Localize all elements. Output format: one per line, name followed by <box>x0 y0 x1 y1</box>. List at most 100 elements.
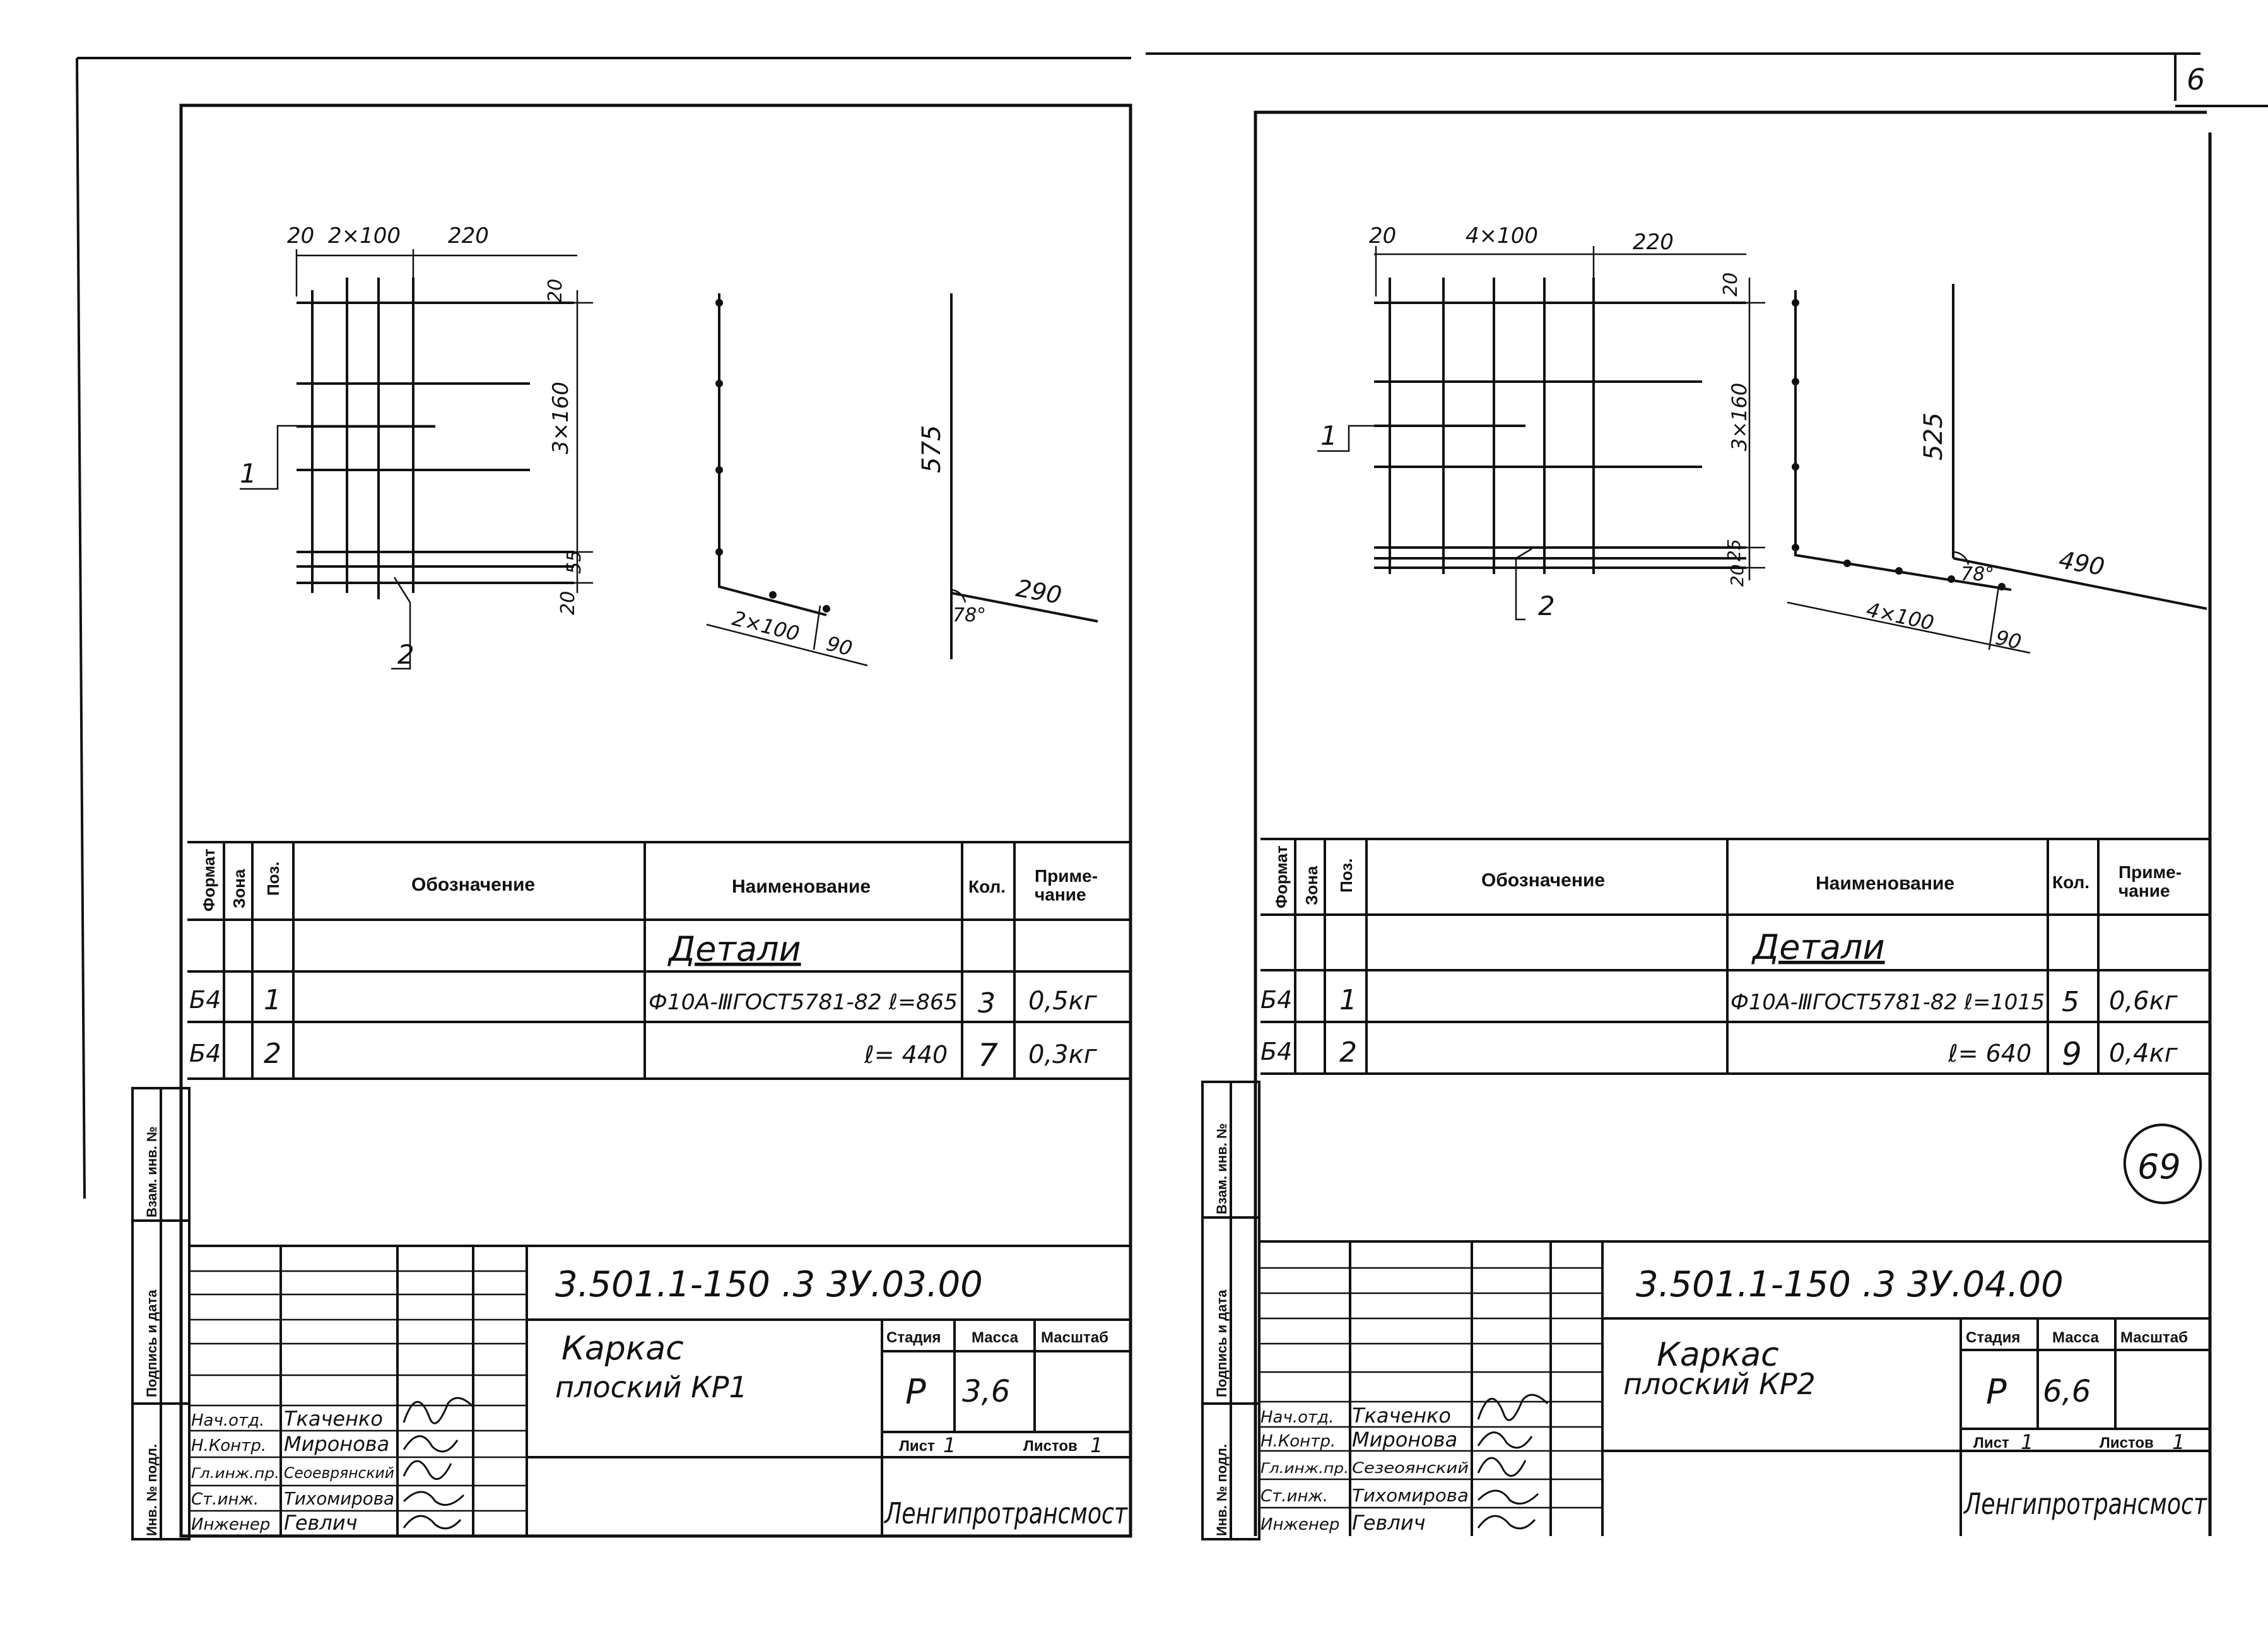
row2-pos: 2 <box>264 1038 281 1070</box>
sig-name-3: Сезеоянский <box>1352 1459 1469 1477</box>
bar-side-view <box>715 293 830 616</box>
sheets-total: 1 <box>1090 1433 1103 1457</box>
sig-role-3: Гл.инж.пр. <box>1260 1461 1349 1477</box>
mass-label: Масса <box>972 1329 1019 1346</box>
callout-2: 2 <box>1538 590 1555 621</box>
stage-label: Стадия <box>1966 1329 2020 1346</box>
right-sheet-svg: 6 20 4×100 220 20 3×160 25 20 1 2 <box>1146 52 2268 1540</box>
side-label-vzam: Взам. инв. № <box>144 1127 160 1217</box>
dim-height: 525 <box>1919 413 1948 461</box>
row1-pos: 1 <box>264 984 281 1016</box>
dim-top-220: 220 <box>1633 230 1674 255</box>
col-format: Формат <box>199 848 218 912</box>
row2-format: Б4 <box>189 1040 221 1067</box>
sig-role-3: Гл.инж.пр. <box>191 1466 279 1482</box>
col-pos: Поз. <box>264 862 283 896</box>
col-designation: Обозначение <box>1481 870 1605 891</box>
dim-right-20-bottom: 20 <box>557 591 579 615</box>
dim-leg: 490 <box>2057 546 2106 581</box>
dim-right-spacing: 3×160 <box>1727 383 1751 451</box>
dim-angle: 78° <box>953 604 986 626</box>
dim-right-20-top: 20 <box>544 279 567 303</box>
sig-name-2: Миронова <box>1352 1428 1457 1452</box>
sig-name-5: Гевлич <box>284 1511 358 1535</box>
dim-leg: 290 <box>1014 574 1064 609</box>
dim-right-25: 25 <box>1724 539 1744 561</box>
title-line-2: плоский КР1 <box>555 1370 748 1404</box>
sheets-total: 1 <box>2172 1430 2185 1454</box>
stage-label: Стадия <box>886 1329 941 1346</box>
dim-bottom-90: 90 <box>1994 625 2024 654</box>
col-designation: Обозначение <box>411 874 535 895</box>
title-line-1: Каркас <box>561 1330 684 1368</box>
row2-qty: 9 <box>2062 1036 2082 1072</box>
outer-border-left <box>76 57 86 1199</box>
dim-right-55: 55 <box>563 550 585 574</box>
title-block-grid <box>189 1245 1131 1536</box>
col-qty: Кол. <box>968 877 1006 896</box>
title-line-1: Каркас <box>1657 1336 1779 1374</box>
dim-top-spacing: 2×100 <box>328 223 401 249</box>
sig-name-1: Ткаченко <box>284 1407 383 1431</box>
bent-bar-view <box>1952 284 2207 610</box>
side-label-inv: Инв. № подл. <box>144 1444 160 1536</box>
drawing-code: 3.501.1-150 .3 3У.03.00 <box>555 1264 983 1305</box>
sheet-label: Лист <box>899 1438 935 1455</box>
sig-role-5: Инженер <box>1260 1515 1339 1534</box>
page-number-stamp: 69 <box>2123 1123 2202 1204</box>
left-sheet: 20 2×100 220 20 3×160 55 20 1 2 2×100 90… <box>76 57 1132 1540</box>
bar-side-dimensions <box>706 605 868 667</box>
stage-value: Р <box>1986 1372 2007 1412</box>
row1-format: Б4 <box>189 986 221 1014</box>
sig-role-2: Н.Контр. <box>191 1436 266 1455</box>
spec-table-grid <box>187 841 1131 1080</box>
signature-scribbles <box>402 1397 474 1530</box>
row1-note: 0,5кг <box>1028 987 1098 1016</box>
col-note: Приме-чание <box>2118 862 2182 900</box>
row1-qty: 5 <box>2062 986 2079 1018</box>
stamp-number: 69 <box>2137 1147 2181 1187</box>
dim-right-spacing: 3×160 <box>548 382 573 454</box>
signature-scribbles <box>1477 1393 1549 1530</box>
sheet-number: 1 <box>2021 1430 2033 1454</box>
side-strip-grid <box>1201 1081 1260 1540</box>
mass-value: 3,6 <box>962 1374 1010 1409</box>
row1-format: Б4 <box>1260 986 1292 1014</box>
row2-format: Б4 <box>1260 1038 1292 1065</box>
mesh-plan-view <box>1374 278 1746 574</box>
side-label-vzam: Взам. инв. № <box>1214 1123 1230 1214</box>
dim-top-20: 20 <box>1369 223 1396 249</box>
scale-label: Масштаб <box>1041 1329 1108 1346</box>
title-line-2: плоский КР2 <box>1623 1367 1816 1401</box>
side-label-podpis: Подпись и дата <box>144 1289 160 1397</box>
spec-section-title: Детали <box>1751 927 1885 967</box>
row1-name: Ф10А-ⅢГОСТ5781-82 ℓ=1015 <box>1730 990 2045 1015</box>
sig-role-5: Инженер <box>191 1515 270 1534</box>
callout-1: 1 <box>240 458 257 489</box>
mesh-dimension-lines <box>240 249 593 670</box>
dim-top-spacing: 4×100 <box>1466 223 1538 249</box>
sig-role-1: Нач.отд. <box>1260 1408 1334 1427</box>
col-note: Приме-чание <box>1035 866 1098 904</box>
callout-2: 2 <box>397 639 414 670</box>
col-name: Наименование <box>1816 873 1954 894</box>
col-pos: Поз. <box>1337 859 1356 893</box>
right-sheet: 6 20 4×100 220 20 3×160 25 20 1 2 <box>1134 0 2268 1625</box>
side-strip-grid <box>131 1087 191 1540</box>
sig-name-4: Тихомирова <box>1352 1485 1469 1506</box>
row2-qty: 7 <box>978 1037 998 1074</box>
mass-label: Масса <box>2052 1329 2100 1346</box>
corner-mark: 6 <box>2187 62 2205 97</box>
sig-name-1: Ткаченко <box>1352 1404 1451 1428</box>
side-label-podpis: Подпись и дата <box>1214 1289 1230 1397</box>
col-zone: Зона <box>230 869 249 908</box>
sig-name-3: Сеоеврянский <box>284 1464 394 1482</box>
sig-role-2: Н.Контр. <box>1260 1432 1336 1451</box>
sheet-label: Лист <box>1973 1434 2009 1452</box>
title-block-rows <box>1259 1267 1602 1509</box>
col-format: Формат <box>1272 845 1291 908</box>
row2-name: ℓ= 440 <box>864 1041 948 1069</box>
dim-top-220: 220 <box>448 223 489 249</box>
row2-pos: 2 <box>1339 1036 1357 1069</box>
drawing-frame-right <box>1254 110 2207 1536</box>
